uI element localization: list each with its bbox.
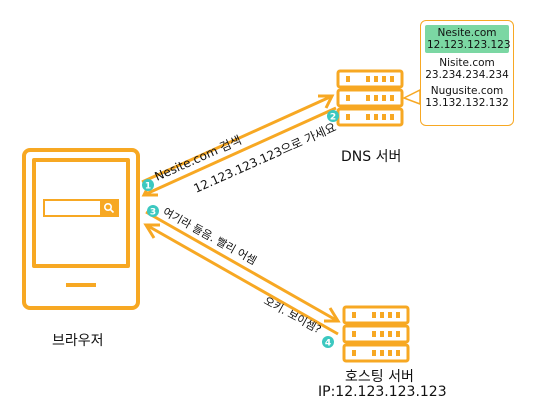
arrow-hosting-to-browser	[143, 223, 339, 336]
browser-device-icon	[22, 148, 140, 310]
step-badge-4: 4	[322, 336, 334, 349]
hosting-server-label: 호스팅 서버	[345, 369, 414, 385]
step-badge-2: 2	[327, 110, 339, 123]
svg-text:3: 3	[150, 208, 156, 218]
dns-server-label: DNS 서버	[341, 149, 402, 165]
dns-record: Nisite.com 23.234.234.234	[421, 55, 513, 83]
step-badge-3: 3	[147, 205, 159, 218]
arrow-browser-to-hosting	[145, 210, 341, 323]
step-badge-1: 1	[142, 179, 154, 192]
search-bar	[43, 199, 119, 217]
arrow-browser-to-dns	[141, 94, 335, 184]
hosting-server-icon	[342, 305, 410, 363]
dns-record-ip: 23.234.234.234	[425, 69, 509, 81]
dns-record: Nugusite.com 13.132.132.132	[421, 83, 513, 111]
dns-record-ip: 13.132.132.132	[425, 97, 509, 109]
dns-server-icon	[336, 69, 421, 127]
dns-record-highlighted: Nesite.com 12.123.123.123	[425, 25, 511, 53]
hosting-server-ip-label: IP:12.123.123.123	[318, 384, 447, 400]
svg-text:4: 4	[325, 339, 331, 349]
dns-record-ip: 12.123.123.123	[427, 39, 511, 51]
search-icon	[104, 203, 115, 214]
dns-record-domain: Nugusite.com	[430, 85, 504, 97]
svg-text:2: 2	[330, 113, 336, 123]
step-4-text: 오키. 보이셈?	[262, 294, 324, 336]
dns-record-domain: Nisite.com	[439, 57, 495, 69]
arrow-dns-to-browser	[141, 106, 337, 197]
browser-label: 브라우저	[52, 333, 104, 349]
dns-record-box: Nesite.com 12.123.123.123 Nisite.com 23.…	[420, 20, 514, 126]
dns-record-domain: Nesite.com	[437, 27, 497, 39]
svg-text:1: 1	[145, 182, 151, 192]
step-3-text: 여기라 들음. 빨리 어셈	[161, 205, 259, 267]
